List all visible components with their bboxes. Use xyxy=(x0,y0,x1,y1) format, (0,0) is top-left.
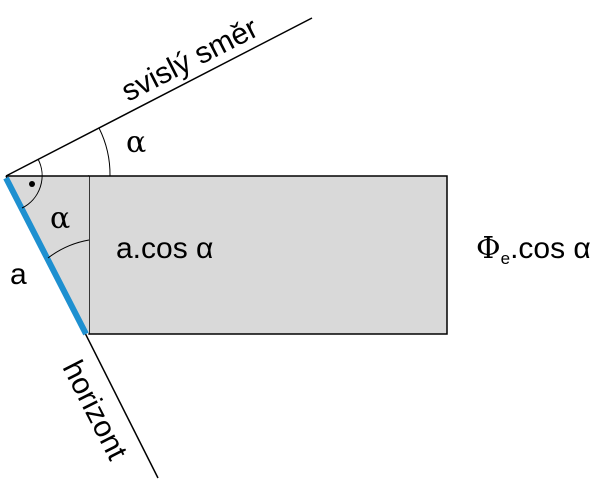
flux-subscript: e xyxy=(501,249,510,268)
right-angle-dot xyxy=(29,181,35,187)
flux-label: Φe.cos α xyxy=(476,231,591,268)
projection-rectangle xyxy=(88,175,448,335)
flux-rest: .cos α xyxy=(510,232,591,265)
right-angle-arc xyxy=(21,158,43,209)
alpha-inner-label: α xyxy=(50,201,70,236)
vertical-direction-label: svislý směr xyxy=(116,11,263,108)
horizon-label: horizont xyxy=(56,355,134,466)
alpha-top-arc xyxy=(98,127,111,177)
projected-length-label: a.cos α xyxy=(116,232,213,265)
alpha-inner-arc xyxy=(47,239,90,259)
side-a-label: a xyxy=(10,258,27,291)
flux-phi: Φ xyxy=(476,231,501,266)
alpha-top-label: α xyxy=(126,125,146,160)
surface-a-line xyxy=(3,176,89,336)
vertical-direction-line xyxy=(5,17,313,177)
